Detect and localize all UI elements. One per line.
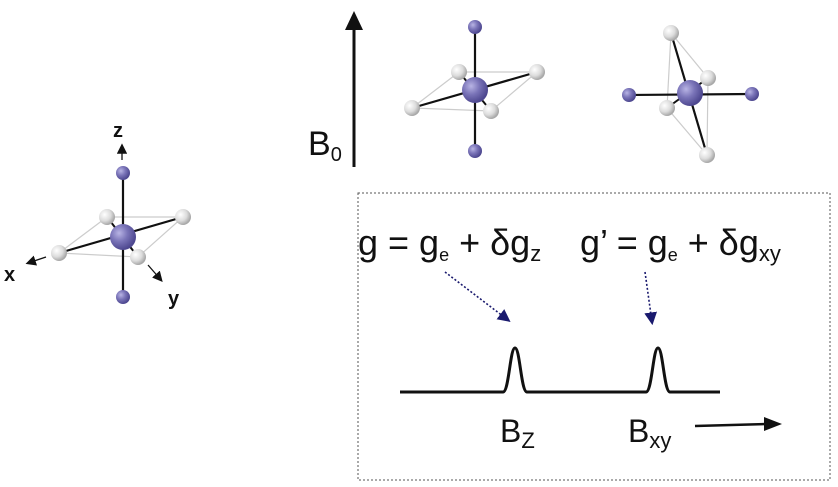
spectrum-box [357,192,831,481]
z-axis-label: z [113,120,123,142]
field-direction-arrow [694,422,767,428]
x-axis-label: x [4,264,15,286]
magnetic-field-arrow: B0 [308,11,363,167]
parallel-pointer-arrow [444,271,511,322]
perpendicular-pointer-arrow [644,271,658,326]
g-parallel-equation: g = ge + δgz [358,222,541,266]
field-direction-arrowhead [764,417,782,431]
y-axis-label: y [168,288,180,310]
complex-parallel-orientation [404,20,545,158]
octahedral-complex-axes: z x y [4,120,191,310]
epr-spectrum-line [400,346,720,394]
peak-bxy-label: Bxy [628,413,671,453]
peak-bz-label: BZ [500,413,535,453]
x-axis-arrow [25,255,47,266]
g-perpendicular-equation: g’ = ge + δgxy [580,222,781,266]
y-axis-arrow [147,264,163,282]
svg-text:B0: B0 [308,125,342,166]
complex-perpendicular-orientation [622,25,759,163]
